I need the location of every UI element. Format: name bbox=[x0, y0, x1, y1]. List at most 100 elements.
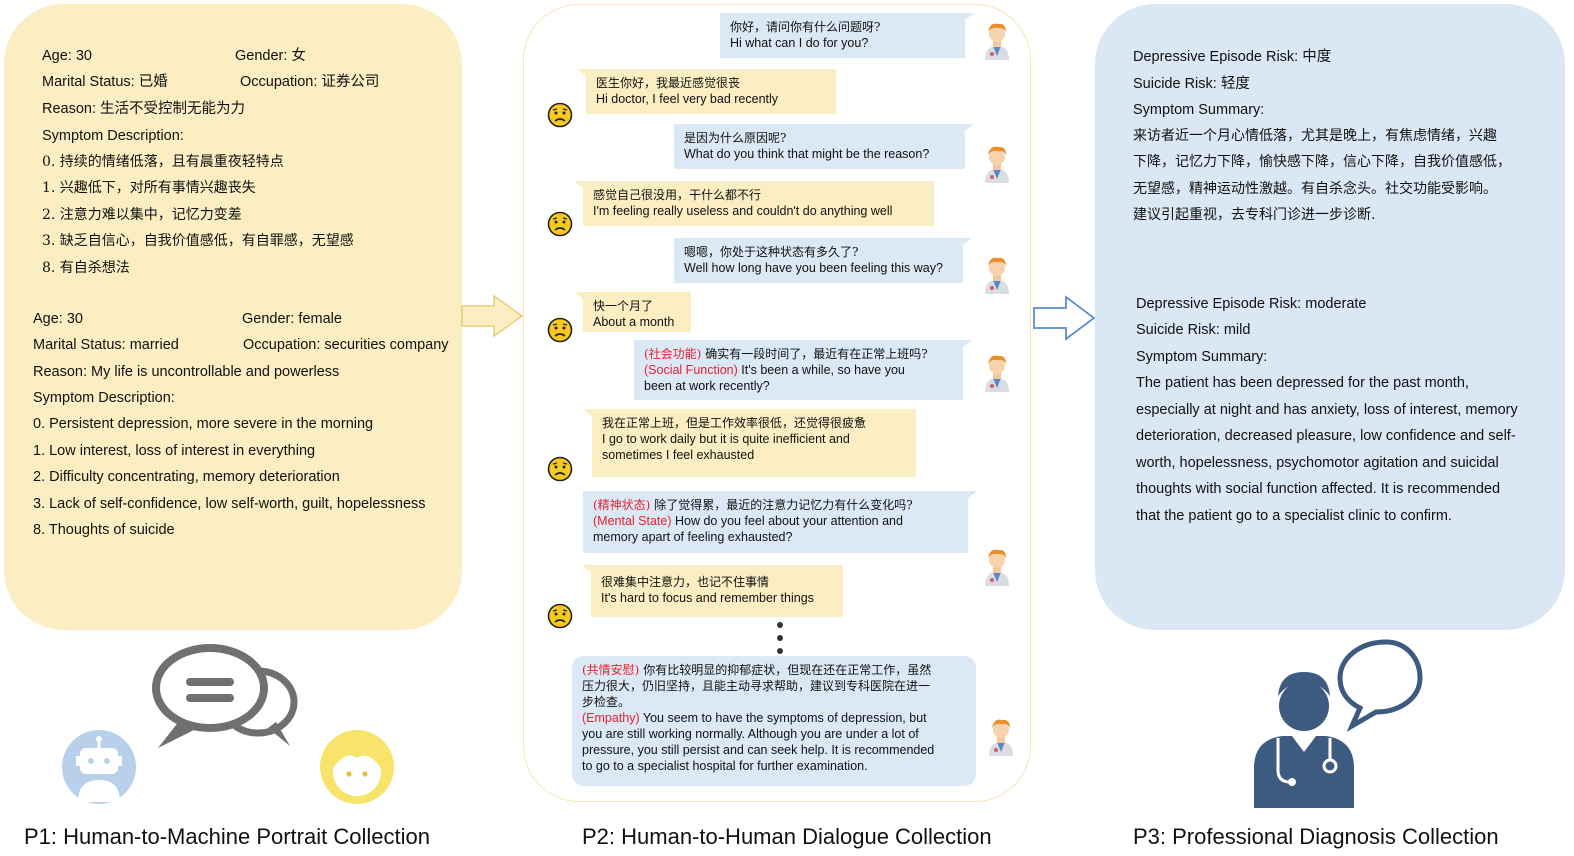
p3-zh-depressive-risk: Depressive Episode Risk: 中度 bbox=[1133, 49, 1332, 65]
patient-message: 快一个月了 About a month bbox=[583, 292, 691, 332]
bubble-tail bbox=[577, 69, 586, 76]
bubble-tail bbox=[574, 292, 583, 299]
p1-en-gender: Gender: female bbox=[242, 311, 342, 327]
message-zh: 医生你好，我最近感觉很丧 bbox=[596, 76, 741, 90]
doctor-avatar-icon bbox=[989, 719, 1013, 756]
bubble-tail bbox=[965, 124, 974, 131]
dialogue-tag-zh: (共情安慰) bbox=[582, 663, 640, 677]
doctor-silhouette-icon bbox=[1254, 639, 1423, 808]
dialogue-tag-en: (Mental State) bbox=[593, 514, 672, 528]
message-zh: 很难集中注意力，也记不住事情 bbox=[601, 575, 770, 589]
doctor-avatar-icon bbox=[985, 257, 1009, 294]
p1-en-symptom: 0. Persistent depression, more severe in… bbox=[33, 416, 374, 432]
message-zh: 我在正常上班，但是工作效率很低，还觉得很疲惫 bbox=[602, 416, 867, 430]
p1-en-reason: Reason: My life is uncontrollable and po… bbox=[33, 364, 340, 380]
robot-icon bbox=[62, 730, 136, 804]
message-en: sometimes I feel exhausted bbox=[602, 448, 755, 462]
bubble-tail bbox=[965, 13, 974, 20]
message-en: It's hard to focus and remember things bbox=[601, 591, 814, 605]
p3-en-summary-heading: Symptom Summary: bbox=[1136, 349, 1268, 365]
doctor-message: 你好，请问你有什么问题呀? Hi what can I do for you? bbox=[720, 13, 965, 58]
p3-en-depressive-risk: Depressive Episode Risk: moderate bbox=[1136, 296, 1367, 312]
p1-zh-symptom: 8. 有自杀想法 bbox=[42, 260, 130, 276]
doctor-avatar-icon bbox=[985, 549, 1009, 586]
message-en: I go to work daily but it is quite ineff… bbox=[602, 432, 850, 446]
bubble-tail bbox=[574, 181, 583, 188]
message-en: Well how long have you been feeling this… bbox=[684, 261, 943, 275]
doctor-message: (共情安慰) 你有比较明显的抑郁症状，但现在还在正常工作，虽然 压力很大，仍旧坚… bbox=[572, 656, 976, 786]
caption-p3: P3: Professional Diagnosis Collection bbox=[1133, 824, 1499, 849]
message-en: been at work recently? bbox=[644, 379, 770, 393]
message-zh: 步检查。 bbox=[582, 695, 631, 709]
message-en: pressure, you still persist and can seek… bbox=[582, 743, 935, 757]
p3-en-summary-line: especially at night and has anxiety, los… bbox=[1136, 402, 1518, 418]
p1-zh-marital: Marital Status: 已婚 bbox=[42, 74, 168, 90]
bubble-tail bbox=[582, 565, 591, 572]
patient-message: 很难集中注意力，也记不住事情 It's hard to focus and re… bbox=[591, 565, 843, 617]
caption-p2: P2: Human-to-Human Dialogue Collection bbox=[582, 824, 992, 849]
dialogue-tag-en: (Empathy) bbox=[582, 711, 640, 725]
message-zh: 嗯嗯，你处于这种状态有多久了? bbox=[684, 245, 859, 259]
p1-zh-occupation: Occupation: 证券公司 bbox=[240, 74, 380, 90]
doctor-avatar-icon bbox=[985, 23, 1009, 60]
message-en: Hi doctor, I feel very bad recently bbox=[596, 92, 779, 106]
bubble-tail bbox=[968, 491, 977, 498]
p3-en-summary-line: deterioration, decreased pleasure, low c… bbox=[1136, 428, 1516, 444]
ellipsis-icon bbox=[777, 622, 783, 654]
p1-zh-age: Age: 30 bbox=[42, 48, 92, 64]
message-en: memory apart of feeling exhausted? bbox=[593, 530, 793, 544]
p3-zh-summary-line: 下降，记忆力下降，愉快感下降，信心下降，自我价值感低， bbox=[1133, 154, 1511, 170]
dialogue-tag-zh: (社会功能) bbox=[644, 347, 702, 361]
sad-face-icon bbox=[547, 317, 573, 343]
message-en: Hi what can I do for you? bbox=[730, 36, 869, 50]
message-en: to go to a specialist hospital for furth… bbox=[582, 759, 868, 773]
message-en: How do you feel about your attention and bbox=[675, 514, 903, 528]
p1-zh-symptom: 1. 兴趣低下，对所有事情兴趣丧失 bbox=[42, 180, 256, 196]
message-zh: 压力很大，仍旧坚持，且能主动寻求帮助，建议到专科医院在进一 bbox=[582, 679, 931, 693]
p1-zh-symptom-heading: Symptom Description: bbox=[42, 128, 184, 144]
message-zh: 快一个月了 bbox=[593, 299, 654, 313]
p1-en-occupation: Occupation: securities company bbox=[243, 337, 449, 353]
child-face-icon bbox=[320, 730, 394, 804]
p1-zh-gender: Gender: 女 bbox=[235, 48, 306, 64]
p3-zh-suicide-risk: Suicide Risk: 轻度 bbox=[1133, 76, 1250, 92]
doctor-avatar-icon bbox=[985, 146, 1009, 183]
chat-bubbles-icon bbox=[152, 644, 298, 748]
bubble-tail bbox=[583, 409, 592, 416]
caption-p1: P1: Human-to-Machine Portrait Collection bbox=[24, 824, 430, 849]
message-en: You seem to have the symptoms of depress… bbox=[642, 711, 927, 725]
arrow-right-icon bbox=[1033, 295, 1096, 341]
p1-en-age: Age: 30 bbox=[33, 311, 83, 327]
bubble-tail bbox=[963, 238, 972, 245]
p1-zh-symptom: 0. 持续的情绪低落，且有晨重夜轻特点 bbox=[42, 154, 284, 170]
portrait-panel bbox=[4, 4, 462, 630]
arrow-right-icon bbox=[461, 294, 524, 338]
message-en: you are still working normally. Although… bbox=[582, 727, 919, 741]
sad-face-icon bbox=[547, 102, 573, 128]
message-zh: 确实有一段时间了，最近有在正常上班吗? bbox=[705, 347, 928, 361]
p1-en-symptom: 2. Difficulty concentrating, memory dete… bbox=[33, 469, 340, 485]
p1-zh-symptom: 2. 注意力难以集中，记忆力变差 bbox=[42, 207, 242, 223]
message-en: It's been a while, so have you bbox=[741, 363, 905, 377]
diagnosis-panel bbox=[1095, 4, 1565, 630]
patient-message: 医生你好，我最近感觉很丧 Hi doctor, I feel very bad … bbox=[586, 69, 836, 114]
p1-en-symptom: 8. Thoughts of suicide bbox=[33, 522, 175, 538]
p3-en-summary-line: The patient has been depressed for the p… bbox=[1136, 375, 1469, 391]
message-en: About a month bbox=[593, 315, 675, 329]
p3-en-summary-line: worth, hopelessness, psychomotor agitati… bbox=[1136, 455, 1499, 471]
bubble-tail bbox=[963, 340, 972, 347]
p3-zh-summary-line: 建议引起重视，去专科门诊进一步诊断. bbox=[1133, 207, 1376, 223]
p3-en-suicide-risk: Suicide Risk: mild bbox=[1136, 322, 1251, 338]
p1-zh-reason: Reason: 生活不受控制无能为力 bbox=[42, 101, 246, 117]
sad-face-icon bbox=[547, 456, 573, 482]
p3-zh-summary-line: 来访者近一个月心情低落，尤其是晚上，有焦虑情绪，兴趣 bbox=[1133, 128, 1497, 144]
message-zh: 感觉自己很没用，干什么都不行 bbox=[593, 188, 762, 202]
p1-en-symptom: 1. Low interest, loss of interest in eve… bbox=[33, 443, 316, 459]
message-zh: 你好，请问你有什么问题呀? bbox=[730, 20, 881, 34]
message-zh: 你有比较明显的抑郁症状，但现在还在正常工作，虽然 bbox=[643, 663, 932, 677]
message-en: What do you think that might be the reas… bbox=[684, 147, 930, 161]
p1-zh-symptom: 3. 缺乏自信心，自我价值感低，有自罪感，无望感 bbox=[42, 233, 354, 249]
dialogue-tag-zh: (精神状态) bbox=[593, 498, 651, 512]
patient-message: 感觉自己很没用，干什么都不行 I'm feeling really useles… bbox=[583, 181, 934, 226]
p3-zh-summary-heading: Symptom Summary: bbox=[1133, 102, 1265, 118]
